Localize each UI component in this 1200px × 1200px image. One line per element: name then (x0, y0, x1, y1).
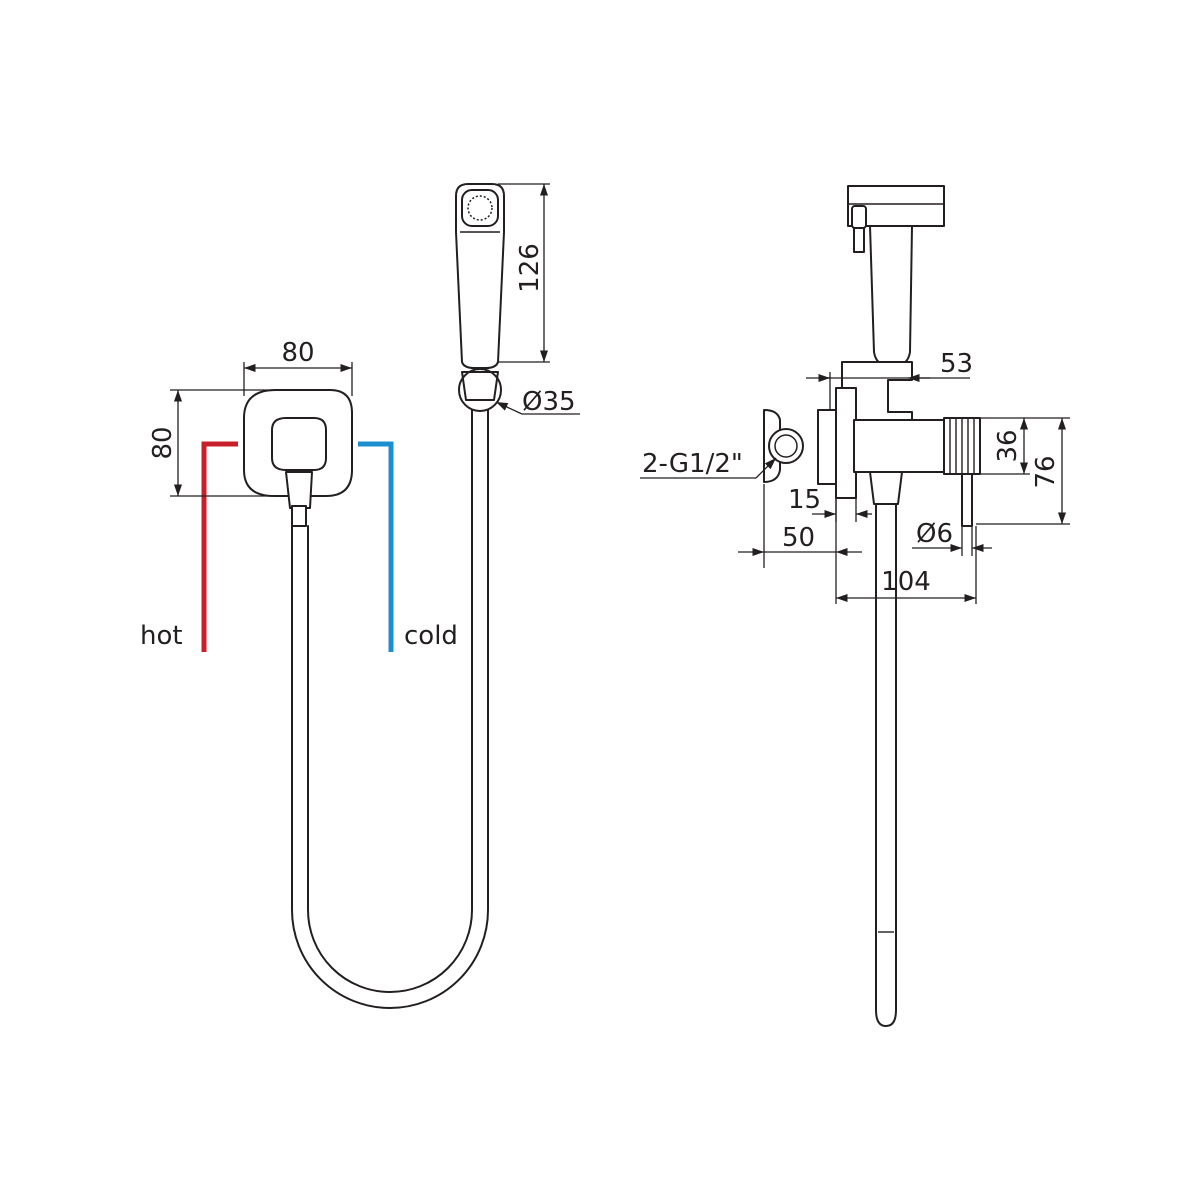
dim-front-width-label: 80 (281, 338, 314, 368)
side-valve-body (853, 419, 947, 473)
dim-plate-15: 15 (788, 485, 872, 522)
dim-depth-50: 50 (738, 484, 862, 568)
hose (291, 403, 489, 1009)
cold-pipe (358, 441, 394, 652)
dim-front-height: 80 (148, 389, 272, 497)
hose-inner (307, 403, 473, 993)
wall-holder-clip (461, 371, 499, 401)
dim-handshower-length-label: 126 (515, 243, 545, 293)
dim-total-104-label: 104 (881, 567, 931, 597)
dim-thread-36: 36 (980, 417, 1030, 475)
spray-nozzle-icon (467, 195, 493, 221)
dim-side-53: 53 (806, 349, 973, 410)
dim-connection-label: 2-G1/2" (642, 449, 743, 479)
side-pin (961, 473, 973, 527)
side-hose (875, 503, 897, 1027)
dim-holder-diameter: Ø35 (495, 387, 580, 417)
outlet-nut (291, 505, 307, 527)
dim-thread-36-label: 36 (993, 429, 1023, 462)
side-handshower (869, 225, 913, 369)
side-hose-outlet (869, 471, 903, 505)
dim-depth-50-label: 50 (782, 523, 815, 553)
side-bracket-screw (851, 205, 867, 229)
side-top-bracket (847, 185, 945, 227)
hot-label: hot (140, 621, 183, 651)
dim-hose-diameter-label: Ø6 (916, 519, 953, 549)
cold-label: cold (404, 621, 458, 651)
dim-front-width: 80 (243, 338, 353, 396)
hot-pipe (201, 441, 238, 652)
side-thread (943, 417, 981, 475)
side-view: 53 36 76 2-G1/2" 15 (640, 185, 1070, 1027)
dim-height-76: 76 (976, 417, 1070, 525)
dim-total-104: 104 (835, 498, 977, 604)
front-view: 80 80 126 Ø35 hot cold (140, 183, 580, 1009)
side-bracket-knurl (853, 227, 865, 253)
dim-hose-diameter: Ø6 (912, 519, 992, 556)
dim-plate-15-label: 15 (788, 485, 821, 515)
dim-front-height-label: 80 (148, 426, 178, 459)
dim-height-76-label: 76 (1031, 455, 1061, 488)
outlet-nozzle (285, 471, 313, 509)
dim-holder-diameter-label: Ø35 (522, 387, 576, 417)
dim-handshower-length: 126 (498, 183, 550, 363)
mixer-handle (271, 417, 327, 471)
dim-connection: 2-G1/2" (640, 449, 777, 479)
dim-side-53-label: 53 (940, 349, 973, 379)
